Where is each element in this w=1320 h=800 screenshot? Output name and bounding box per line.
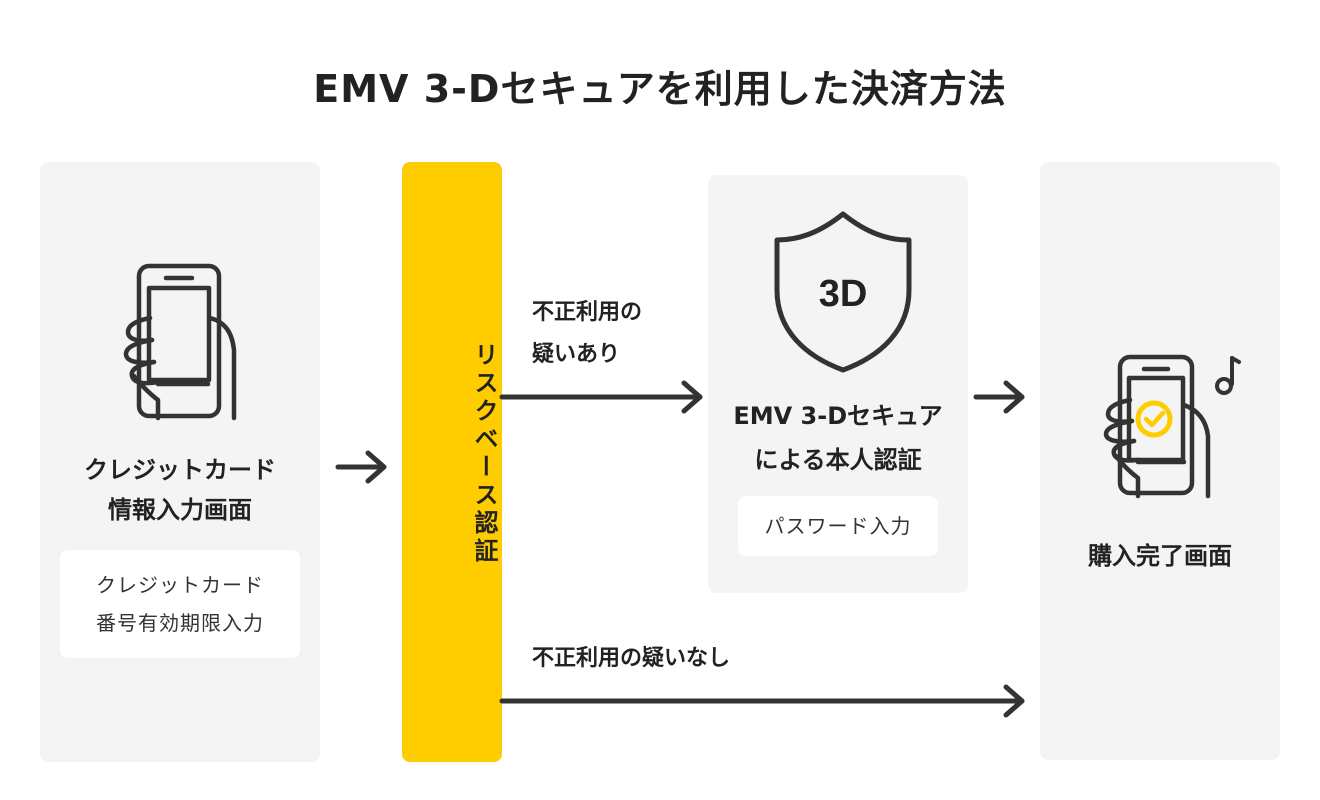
branch-suspect-line1: 不正利用の [532, 300, 643, 325]
shield-3d-text: 3D [819, 273, 868, 315]
check-circle-icon [1135, 400, 1173, 438]
step1-sub-box [60, 550, 300, 658]
arrow-suspect [499, 380, 703, 414]
shield-3d-icon: 3D [774, 211, 912, 373]
smartphone-in-hand-icon [123, 263, 237, 421]
password-box [738, 496, 938, 556]
branch-no-suspect-label: 不正利用の疑いなし [532, 646, 731, 671]
step1-sub-line2: 番号有効期限入力 [96, 611, 264, 635]
step1-panel [40, 162, 320, 762]
branch-suspect-label: 不正利用の 疑いあり [532, 292, 642, 376]
step2-title-line2: による本人認証 [754, 446, 922, 474]
step1-title-line2: 情報入力画面 [108, 496, 252, 524]
smartphone-check-icon [1103, 354, 1211, 499]
risk-based-auth-bar [402, 162, 502, 762]
step1-title: クレジットカード 情報入力画面 [40, 450, 320, 530]
arrow-no-suspect [499, 684, 1025, 718]
step3-title: 購入完了画面 [1088, 542, 1232, 570]
password-label: パスワード入力 [764, 514, 912, 538]
step1-sub-text: クレジットカード 番号有効期限入力 [60, 566, 300, 642]
step2-title: EMV 3-Dセキュア による本人認証 [708, 394, 968, 482]
branch-suspect-line2: 疑いあり [532, 342, 621, 367]
arrow-to-complete [973, 380, 1025, 414]
music-note-icon [1215, 356, 1241, 395]
step1-sub-line1: クレジットカード [96, 573, 264, 597]
step1-title-line1: クレジットカード [84, 456, 276, 484]
arrow-to-risk [335, 450, 387, 484]
diagram-title: EMV 3-Dセキュアを利用した決済方法 [313, 67, 1007, 111]
step2-title-line1: EMV 3-Dセキュア [733, 402, 943, 430]
risk-based-auth-label: リスクベース認証 [470, 342, 498, 566]
